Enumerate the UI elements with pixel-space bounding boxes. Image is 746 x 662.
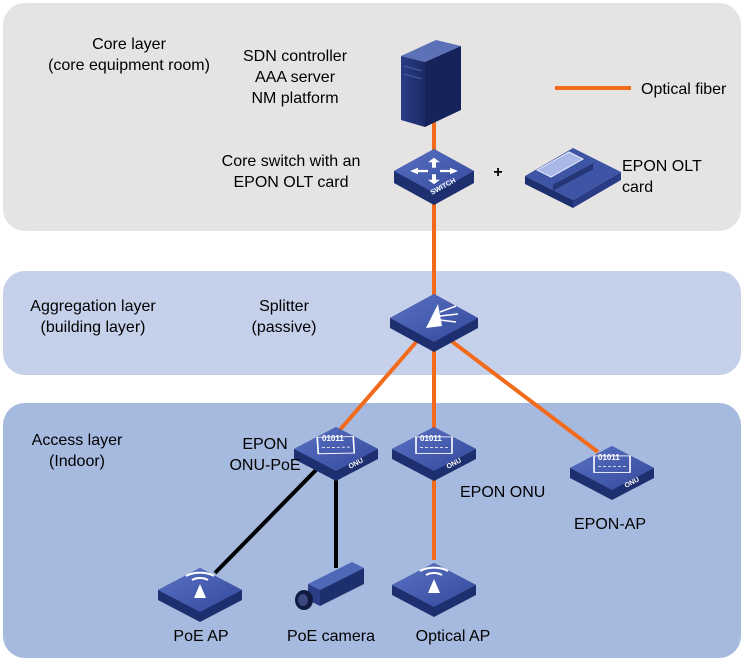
plus-sign: +: [493, 164, 503, 181]
poe-ap-icon: [158, 568, 242, 622]
server-label: SDN controller AAA server NM platform: [242, 48, 348, 107]
server-tower-icon: [401, 40, 461, 127]
epon-ap-label: EPON-AP: [573, 516, 646, 533]
epon-ap-code-text: 01011: [598, 453, 620, 462]
onu-label: EPON ONU: [460, 484, 546, 501]
access-layer-label: Access layer (Indoor): [31, 432, 123, 470]
fiber-splitter-onu-poe: [336, 338, 420, 434]
core-switch-icon: SWITCH: [394, 149, 474, 205]
splitter-icon: [390, 294, 478, 352]
links: [213, 118, 600, 575]
optical-ap-label: Optical AP: [415, 628, 491, 645]
optical-ap-icon: [392, 563, 476, 617]
olt-card-icon: [525, 148, 621, 208]
core-layer-panel: [3, 3, 741, 231]
onu-icon: 01011 ONU: [392, 427, 476, 481]
copper-onu-poe-ap: [213, 468, 318, 575]
splitter-label: Splitter (passive): [251, 298, 317, 336]
access-layer-panel: [3, 403, 741, 658]
fiber-splitter-epon-ap: [448, 338, 600, 454]
poe-camera-icon: [295, 562, 364, 610]
core-layer-label: Core layer (core equipment room): [48, 36, 210, 74]
core-switch-label: Core switch with an EPON OLT card: [221, 153, 361, 191]
aggregation-layer-panel: [3, 271, 741, 375]
onu-poe-icon: 01011 ONU: [294, 427, 378, 481]
epon-ap-icon: 01011 ONU: [570, 446, 654, 500]
poe-camera-label: PoE camera: [286, 628, 376, 645]
onu-code-text: 01011: [420, 434, 442, 443]
onu-poe-label: EPON ONU-PoE: [229, 436, 301, 474]
legend-fiber-label: Optical fiber: [641, 81, 727, 98]
olt-card-label: EPON OLT card: [622, 158, 702, 196]
poe-ap-label: PoE AP: [173, 628, 229, 645]
onu-poe-code-text: 01011: [322, 434, 344, 443]
aggregation-layer-label: Aggregation layer (building layer): [30, 298, 156, 336]
